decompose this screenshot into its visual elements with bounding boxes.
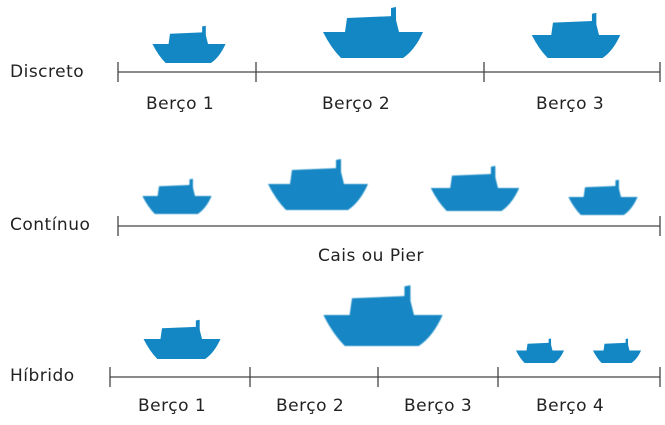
- ship-icon: [152, 25, 226, 63]
- ship-icon: [268, 159, 368, 210]
- berth-label: Berço 1: [146, 94, 215, 114]
- ship-icon: [531, 12, 621, 58]
- berth-label: Berço 4: [536, 396, 605, 416]
- continuo-caption: Cais ou Pier: [318, 246, 424, 266]
- ship-icon: [323, 285, 443, 346]
- row-label-hibrido: Híbrido: [10, 366, 75, 386]
- hibrido-row: [109, 285, 661, 387]
- berth-label: Berço 3: [404, 396, 473, 416]
- berth-label: Berço 3: [536, 94, 605, 114]
- ship-icon: [143, 319, 221, 359]
- ship-icon: [430, 165, 520, 211]
- berth-label: Berço 2: [322, 94, 391, 114]
- berth-label: Berço 2: [276, 396, 345, 416]
- row-label-continuo: Contínuo: [10, 215, 91, 235]
- ship-icon: [592, 338, 642, 363]
- discreto-row: [117, 7, 661, 82]
- ship-icon: [142, 178, 212, 214]
- ship-icon: [568, 179, 638, 215]
- continuo-row: [117, 159, 661, 236]
- ship-icon: [323, 7, 423, 58]
- row-label-discreto: Discreto: [10, 62, 85, 82]
- ship-icon: [515, 338, 565, 363]
- berth-label: Berço 1: [138, 396, 207, 416]
